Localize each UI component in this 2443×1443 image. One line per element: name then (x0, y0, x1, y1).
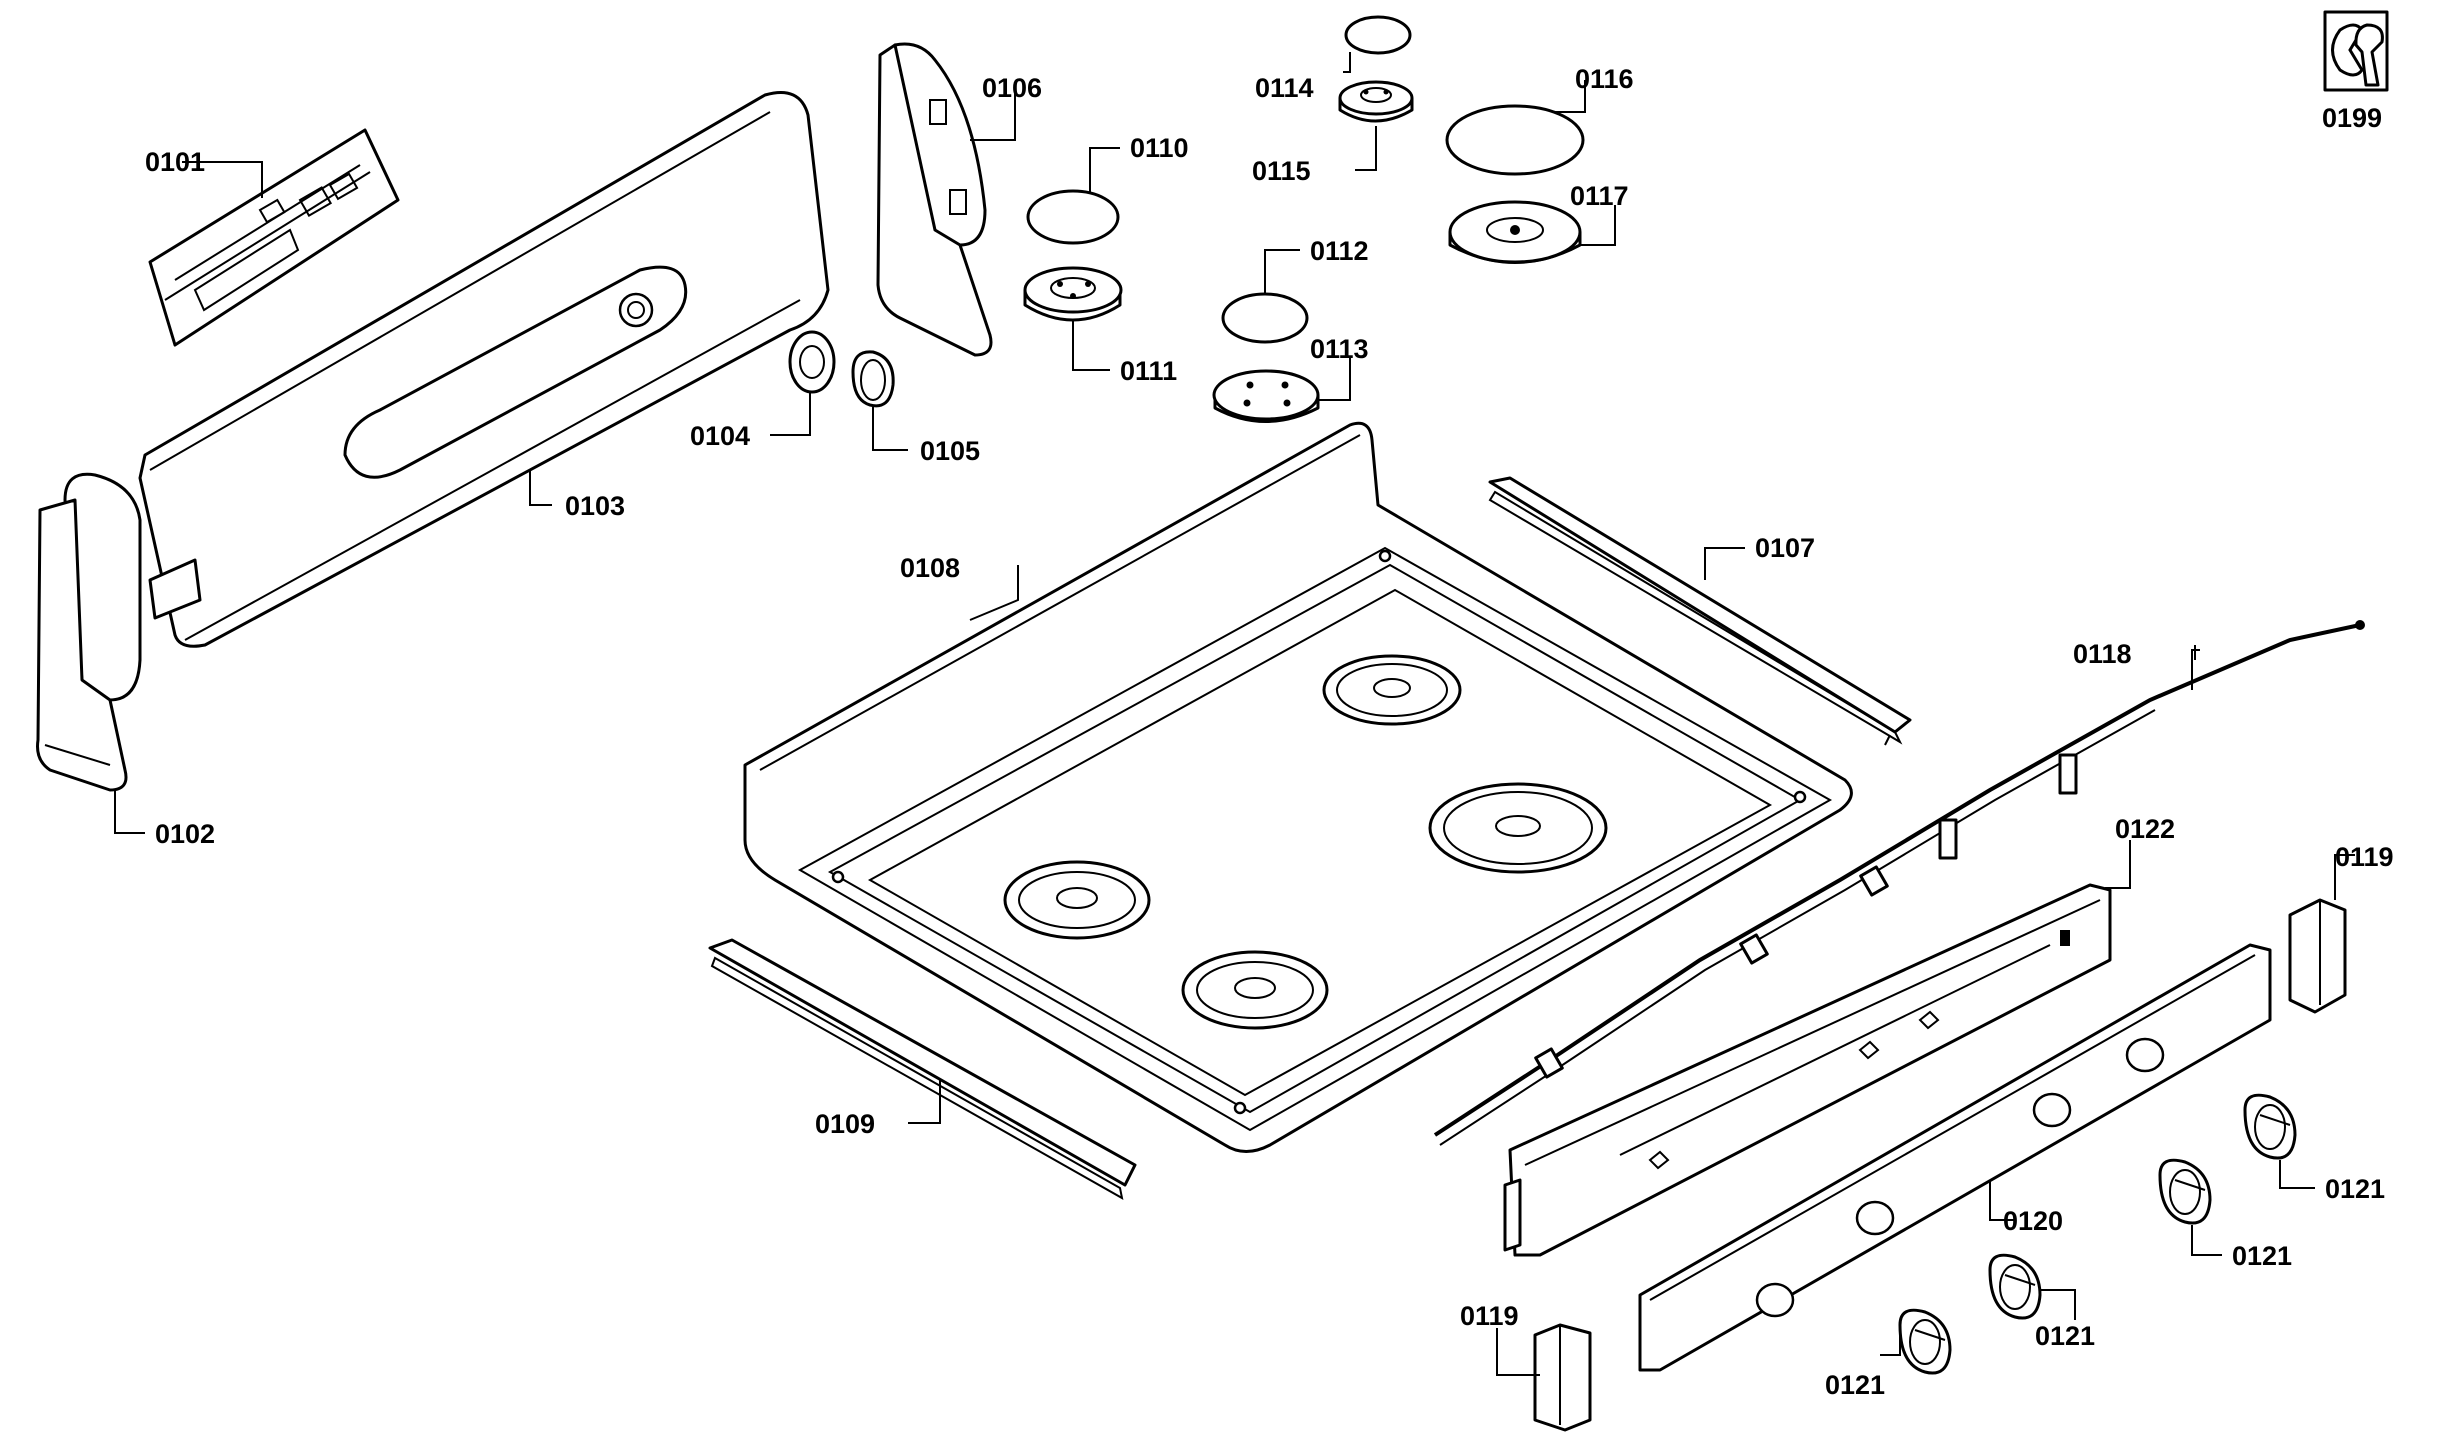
label-0119-upper: 0119 (2335, 842, 2394, 872)
label-0116: 0116 (1575, 64, 1634, 94)
label-0102: 0102 (155, 819, 215, 849)
part-0107-rear-rail (1488, 476, 1912, 746)
part-0104-bezel (788, 330, 836, 394)
part-0121-knob-2 (1988, 1253, 2042, 1320)
burner-opening-rear-left (1322, 654, 1462, 726)
part-0110-burner-cap (1026, 189, 1120, 245)
part-0108-cooktop (743, 421, 1853, 1153)
label-0110: 0110 (1130, 133, 1189, 163)
part-0120-control-panel (1638, 943, 2272, 1372)
label-0199: 0199 (2322, 103, 2382, 133)
label-0108: 0108 (900, 553, 960, 583)
label-0112: 0112 (1310, 236, 1369, 266)
part-0122-manifold-panel (1503, 883, 2112, 1257)
label-0101: 0101 (145, 147, 205, 177)
part-0109-front-rail (708, 938, 1137, 1200)
wrench-icon (2323, 10, 2389, 92)
label-0121-2: 0121 (2035, 1321, 2095, 1351)
part-0121-knob-3 (2158, 1158, 2212, 1225)
part-0106-end-cap-right (876, 42, 993, 357)
part-0113-burner-base (1212, 369, 1320, 423)
label-0121-1: 0121 (1825, 1370, 1885, 1400)
part-0101-control-board (148, 128, 400, 347)
part-0112-burner-cap (1221, 292, 1309, 344)
label-0111: 0111 (1120, 356, 1177, 386)
label-0119-lower: 0119 (1460, 1301, 1519, 1331)
part-0103-backguard (138, 91, 830, 648)
label-0118: 0118 (2073, 639, 2132, 669)
label-0114: 0114 (1255, 73, 1314, 103)
burner-opening-front-right (1181, 950, 1329, 1030)
part-0118-wire-harness (1433, 620, 2365, 1146)
burner-opening-rear-right (1428, 782, 1608, 874)
label-0115: 0115 (1252, 156, 1311, 186)
label-0104: 0104 (690, 421, 750, 451)
label-0113: 0113 (1310, 334, 1369, 364)
part-0105-knob-cap (851, 350, 895, 408)
part-0119-side-trim-upper (2288, 898, 2347, 1014)
part-0121-knob-1 (1898, 1308, 1952, 1375)
label-0121-4: 0121 (2325, 1174, 2385, 1204)
part-0121-knob-4 (2243, 1093, 2297, 1160)
label-0120: 0120 (2003, 1206, 2063, 1236)
part-0119-side-trim-lower (1533, 1323, 1592, 1432)
part-0117-burner-base (1448, 200, 1582, 264)
burner-opening-front-left (1003, 860, 1151, 940)
part-0114-burner-cap (1344, 15, 1412, 55)
label-0109: 0109 (815, 1109, 875, 1139)
part-0116-burner-cap (1445, 104, 1585, 176)
label-0103: 0103 (565, 491, 625, 521)
label-0121-3: 0121 (2232, 1241, 2292, 1271)
part-0102-end-cap-left (36, 472, 142, 792)
label-0117: 0117 (1570, 181, 1629, 211)
part-0115-burner-base (1338, 80, 1414, 123)
part-0111-burner-base (1023, 266, 1123, 322)
label-0107: 0107 (1755, 533, 1815, 563)
label-0122: 0122 (2115, 814, 2175, 844)
label-0105: 0105 (920, 436, 980, 466)
label-0106: 0106 (982, 73, 1042, 103)
